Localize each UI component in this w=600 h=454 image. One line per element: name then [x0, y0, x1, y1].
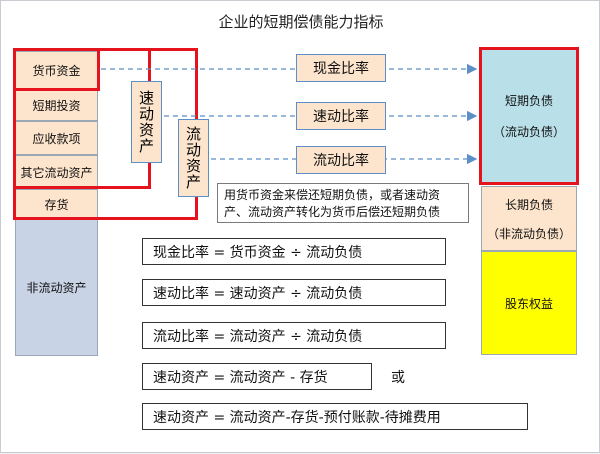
asset-inventory: 存货 — [15, 189, 98, 219]
equity-block: 股东权益 — [481, 251, 577, 355]
formula-quick-ratio: 速动比率 = 速动资产 ÷ 流动负债 — [142, 279, 446, 306]
non-current-liab-label: （非流动负债） — [486, 226, 571, 241]
asset-receivables: 应收款项 — [15, 121, 98, 155]
current-assets-label: 流动资产 — [178, 119, 209, 197]
current-ratio-box: 流动比率 — [296, 146, 386, 174]
long-debt-block: 长期负债 （非流动负债） — [481, 186, 577, 251]
diagram-title: 企业的短期偿债能力指标 — [218, 13, 384, 31]
asset-non-current: 非流动资产 — [15, 219, 98, 356]
short-debt-label: 短期负债 — [504, 94, 553, 108]
or-label: 或 — [391, 370, 405, 386]
formula-current-ratio: 流动比率 = 流动资产 ÷ 流动负债 — [142, 322, 446, 349]
short-debt-frame — [479, 47, 579, 185]
quick-assets-label: 速动资产 — [131, 81, 162, 163]
formula-quick-assets-2: 速动资产 = 流动资产-存货-预付账款-待摊费用 — [142, 403, 528, 430]
asset-other-current: 其它流动资产 — [15, 155, 98, 189]
asset-short-investment: 短期投资 — [15, 89, 98, 121]
current-liab-label: （流动负债） — [492, 125, 565, 139]
short-debt-block: 短期负债 （流动负债） — [481, 49, 577, 183]
formula-quick-assets-1: 速动资产 = 流动资产 - 存货 — [142, 363, 372, 390]
explanation-note: 用货币资金来偿还短期负债，或者速动资产、流动资产转化为货币后偿还短期负债 — [217, 183, 469, 223]
quick-ratio-box: 速动比率 — [296, 102, 386, 130]
cash-ratio-box: 现金比率 — [296, 54, 386, 82]
formula-cash-ratio: 现金比率 = 货币资金 ÷ 流动负债 — [142, 238, 446, 265]
long-debt-label: 长期负债 — [504, 197, 553, 212]
